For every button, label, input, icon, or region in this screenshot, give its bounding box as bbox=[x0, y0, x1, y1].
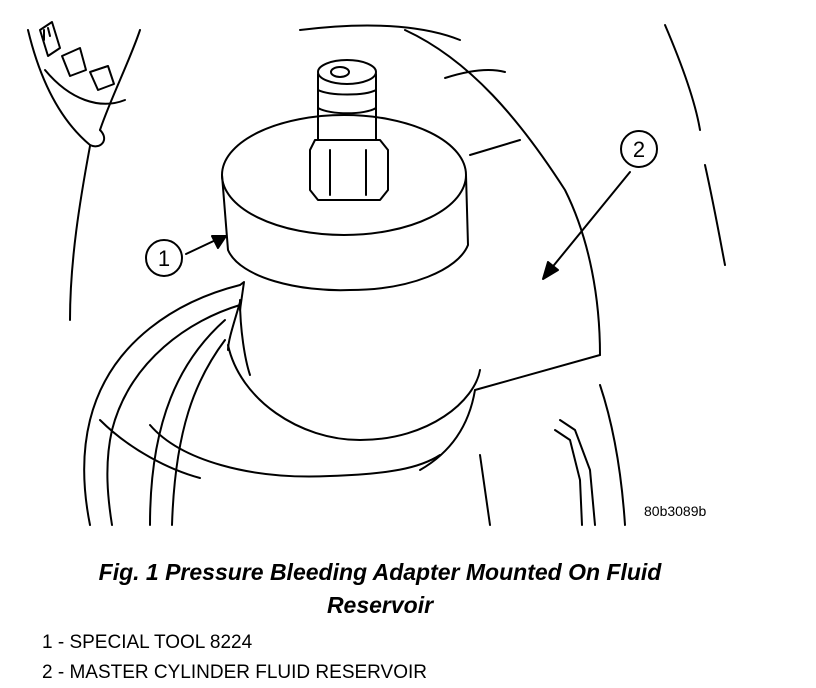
callout-1: 1 bbox=[145, 235, 227, 277]
lower-hoses bbox=[83, 281, 245, 526]
figure-caption-line1: Fig. 1 Pressure Bleeding Adapter Mounted… bbox=[98, 559, 662, 585]
legend-item-fluid-reservoir: 2 - MASTER CYLINDER FLUID RESERVOIR bbox=[42, 662, 428, 683]
legend-item-special-tool: 1 - SPECIAL TOOL 8224 bbox=[42, 632, 253, 653]
callout-2-number: 2 bbox=[633, 137, 645, 162]
right-edge-lines bbox=[664, 24, 726, 266]
reservoir-body bbox=[99, 24, 626, 526]
adapter-nut-and-stud bbox=[309, 59, 389, 201]
illustration: 1 2 bbox=[27, 21, 726, 526]
callout-1-number: 1 bbox=[158, 246, 170, 271]
figure-caption-line2: Reservoir bbox=[326, 592, 434, 618]
callout-2: 2 bbox=[542, 130, 658, 280]
hose-clamp bbox=[27, 21, 141, 321]
figure-code: 80b3089b bbox=[644, 503, 707, 519]
